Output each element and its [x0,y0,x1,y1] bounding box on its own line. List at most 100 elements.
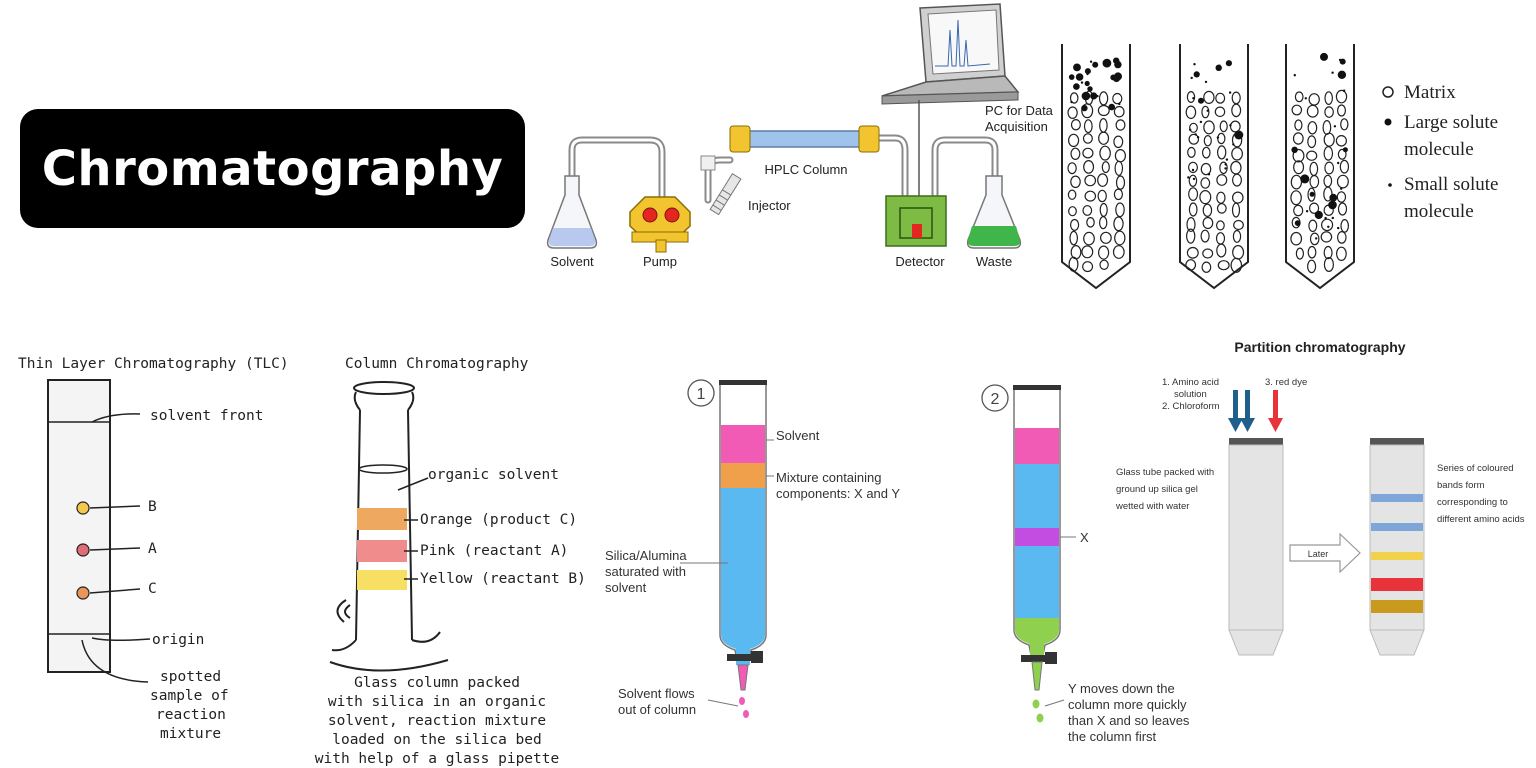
large-solute-molecule [1084,68,1091,75]
large-solute-molecule [1073,83,1080,90]
matrix-bead [1202,216,1214,230]
matrix-bead [1069,230,1079,246]
matrix-bead [1187,146,1196,158]
step2-drop-2 [1036,713,1044,723]
matrix-bead [1335,246,1347,261]
partition-tube-after [1369,438,1425,656]
tlc-label-b: B [148,499,157,515]
large-solute-molecule [1081,91,1091,101]
solvent-front-label: solvent front [150,408,264,424]
matrix-bead [1324,106,1334,118]
large-solute-molecule [1320,52,1328,61]
large-solute-molecule [1084,80,1090,87]
small-solute-molecule [1218,64,1221,67]
matrix-bead [1232,245,1245,260]
matrix-bead [1232,229,1242,243]
matrix-bead [1324,161,1335,175]
column-caption-2: with silica in an organic [328,694,546,710]
step1-silica-line1: Silica/Alumina [605,548,687,563]
band-pink [357,540,407,562]
sec-column-1 [1061,44,1131,290]
small-solute-molecule [1118,102,1121,106]
step1-mixture-line2: components: X and Y [776,486,900,501]
column-caption-3: solvent, reaction mixture [328,713,546,729]
matrix-bead [1291,104,1303,116]
small-solute-molecule [1070,100,1073,104]
matrix-bead [1200,229,1210,243]
matrix-bead [1202,146,1211,159]
large-solute-molecule [1342,147,1348,153]
matrix-bead [1233,219,1244,231]
matrix-bead [1337,202,1348,216]
solvent-flask [546,175,598,249]
matrix-bead [1306,259,1317,274]
partition-input-1: 1. Amino acid [1162,377,1219,388]
matrix-bead [1114,230,1126,246]
later-arrow [1289,532,1361,574]
matrix-bead [1082,133,1093,144]
step1-column: 1 Solvent Mixture containing components:… [605,379,900,718]
matrix-bead [1186,246,1199,259]
large-solute-molecule [1068,74,1075,80]
column-caption-4: loaded on the silica bed [332,732,542,748]
large-solute-molecule [1092,61,1099,68]
matrix-bead [1083,231,1095,246]
large-solute-molecule [1193,71,1200,78]
matrix-bead [1340,118,1349,131]
small-solute-molecule [1113,79,1117,82]
large-solute-molecule [1090,92,1098,100]
partition-tube-before [1228,438,1284,656]
small-solute-molecule [1096,94,1099,98]
detector-label: Detector [895,254,945,269]
matrix-bead [1114,148,1127,163]
matrix-bead [1082,261,1094,273]
step1-solvent-label: Solvent [776,428,820,443]
matrix-bead [1293,204,1304,217]
legend-matrix: Matrix [1404,82,1456,103]
matrix-bead [1203,120,1215,135]
small-solute-molecule [1228,91,1232,94]
tlc-label-c: C [148,581,157,597]
matrix-bead [1201,261,1212,273]
large-solute-molecule [1113,57,1120,64]
matrix-bead [1083,119,1093,134]
spotted-line-3: reaction [156,707,226,723]
matrix-bead [1232,191,1244,204]
matrix-bead [1309,161,1319,177]
partition-chromatography: Partition chromatography 1. Amino acid s… [1115,339,1525,656]
amino-band-3 [1371,552,1423,560]
tlc-spot-c [76,586,90,600]
matrix-bead [1070,147,1081,160]
matrix-bead [1214,106,1226,118]
amino-band-2 [1371,523,1423,531]
matrix-bead [1308,219,1318,233]
small-solute-molecule [1192,177,1196,181]
matrix-bead [1219,161,1228,175]
matrix-bead [1189,122,1198,133]
matrix-bead [1309,174,1320,189]
orange-band-label: Orange (product C) [420,512,577,528]
small-solute-molecule [1337,161,1340,165]
matrix-bead [1081,103,1094,119]
step2-x-label: X [1080,530,1089,545]
step1-flow-line2: out of column [618,702,696,717]
red-dye-arrow [1268,390,1283,432]
large-solute-molecule [1309,191,1315,197]
partition-red-dye: 3. red dye [1265,377,1307,388]
small-solute-molecule [1194,133,1197,136]
matrix-bead [1099,117,1108,133]
matrix-bead [1067,133,1080,148]
pc-label-line1: PC for Data [985,103,1054,118]
large-solute-molecule [1294,220,1301,227]
small-solute-molecule [1315,237,1318,240]
matrix-bead [1215,220,1225,231]
large-solute-molecule [1337,70,1347,80]
column-caption-1: Glass column packed [354,675,520,691]
step1-drop-1 [739,697,745,705]
page-title: Chromatography [41,140,504,197]
matrix-bead [1307,187,1316,202]
matrix-bead [1203,134,1212,147]
step1-flow-line1: Solvent flows [618,686,695,701]
matrix-bead [1337,230,1347,244]
matrix-bead [1340,218,1350,233]
